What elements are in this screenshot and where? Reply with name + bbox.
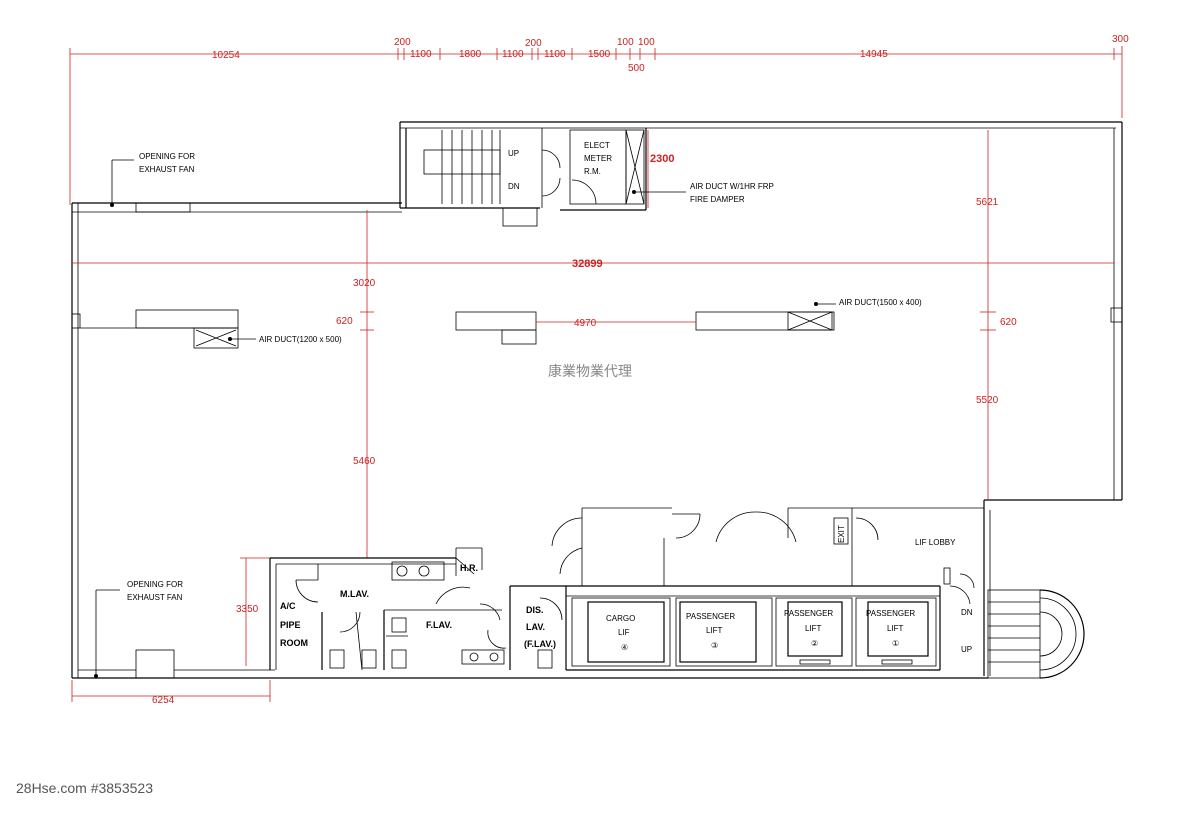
passenger-lift-2-label-2: LIFT <box>805 624 822 633</box>
dim-500: 500 <box>628 63 645 74</box>
dim-5621: 5621 <box>976 197 999 208</box>
duct-1200-label: AIR DUCT(1200 x 500) <box>259 335 342 344</box>
elect-label-1: ELECT <box>584 141 610 150</box>
stair-up-label: UP <box>508 149 519 158</box>
passenger-lift-3-label-2: LIFT <box>706 626 723 635</box>
ac-label-2: PIPE <box>280 620 301 630</box>
elect-label-2: METER <box>584 154 612 163</box>
dim-10254: 10254 <box>212 50 240 61</box>
passenger-lift-3-label-1: PASSENGER <box>686 612 735 621</box>
top-core: UP DN ELECT METER R.M. <box>423 128 645 208</box>
exhaust-bot-label-2: EXHAUST FAN <box>127 593 183 602</box>
dim-3020: 3020 <box>353 278 376 289</box>
exhaust-bot-label-1: OPENING FOR <box>127 580 183 589</box>
building-outline <box>71 121 1123 679</box>
cargo-lift-label-3: ④ <box>621 643 628 652</box>
m-lav-label: M.LAV. <box>340 589 369 599</box>
ac-label-1: A/C <box>280 601 296 611</box>
dim-620-right: 620 <box>1000 317 1017 328</box>
dim-100-a: 100 <box>617 37 634 48</box>
dis-label-2: LAV. <box>526 622 545 632</box>
duct-frp-label-1: AIR DUCT W/1HR FRP <box>690 182 774 191</box>
passenger-lift-1-label-3: ① <box>892 639 899 648</box>
duct-frp-label-2: FIRE DAMPER <box>690 195 745 204</box>
dim-300: 300 <box>1112 34 1129 45</box>
dim-2300: 2300 <box>650 153 674 165</box>
dim-32899: 32899 <box>572 258 603 270</box>
dim-1800: 1800 <box>459 49 482 60</box>
lift-lobby-label: LIF LOBBY <box>915 538 956 547</box>
dim-1500: 1500 <box>588 49 611 60</box>
cargo-lift-label-1: CARGO <box>606 614 635 623</box>
dis-label-3: (F.LAV.) <box>524 639 556 649</box>
dim-5520: 5520 <box>976 395 999 406</box>
bottom-core: A/C PIPE ROOM M.LAV. H.R. F.LAV. DIS. LA… <box>269 507 1085 679</box>
dim-200-a: 200 <box>394 37 411 48</box>
passenger-lift-1-label-1: PASSENGER <box>866 609 915 618</box>
dim-1100-c: 1100 <box>544 49 566 60</box>
dim-100-b: 100 <box>638 37 655 48</box>
stair2-dn-label: DN <box>961 608 973 617</box>
duct-1500-label: AIR DUCT(1500 x 400) <box>839 298 922 307</box>
top-dimension-chain: 10254 200 1100 1800 1100 200 1100 1500 1… <box>69 34 1129 205</box>
elect-label-3: R.M. <box>584 167 601 176</box>
dis-label-1: DIS. <box>526 605 544 615</box>
exhaust-top-label-1: OPENING FOR <box>139 152 195 161</box>
stair-dn-label: DN <box>508 182 520 191</box>
passenger-lift-2-label-1: PASSENGER <box>784 609 833 618</box>
dim-6254: 6254 <box>152 695 175 706</box>
hr-label: H.R. <box>460 563 478 573</box>
dim-5460: 5460 <box>353 456 376 467</box>
dim-1100-b: 1100 <box>502 49 524 60</box>
dim-1100-a: 1100 <box>410 49 432 60</box>
dim-4970: 4970 <box>574 318 597 329</box>
dim-620-left: 620 <box>336 316 353 327</box>
agency-watermark: 康業物業代理 <box>548 363 632 379</box>
internal-dimensions: 2300 5621 620 5520 32899 3020 620 5460 4… <box>71 130 1114 706</box>
leader-labels: OPENING FOR EXHAUST FAN OPENING FOR EXHA… <box>94 152 922 678</box>
exit-sign: EXIT <box>837 525 846 543</box>
dim-3350: 3350 <box>236 604 259 615</box>
f-lav-label: F.LAV. <box>426 620 452 630</box>
dim-14945: 14945 <box>860 49 888 60</box>
passenger-lift-2-label-3: ② <box>811 639 818 648</box>
passenger-lift-3-label-3: ③ <box>711 641 718 650</box>
exhaust-top-label-2: EXHAUST FAN <box>139 165 195 174</box>
cargo-lift-label-2: LIF <box>618 628 630 637</box>
ac-label-3: ROOM <box>280 638 308 648</box>
dim-200-b: 200 <box>525 38 542 49</box>
stair2-up-label: UP <box>961 645 972 654</box>
listing-footer: 28Hse.com #3853523 <box>16 780 153 796</box>
passenger-lift-1-label-2: LIFT <box>887 624 904 633</box>
